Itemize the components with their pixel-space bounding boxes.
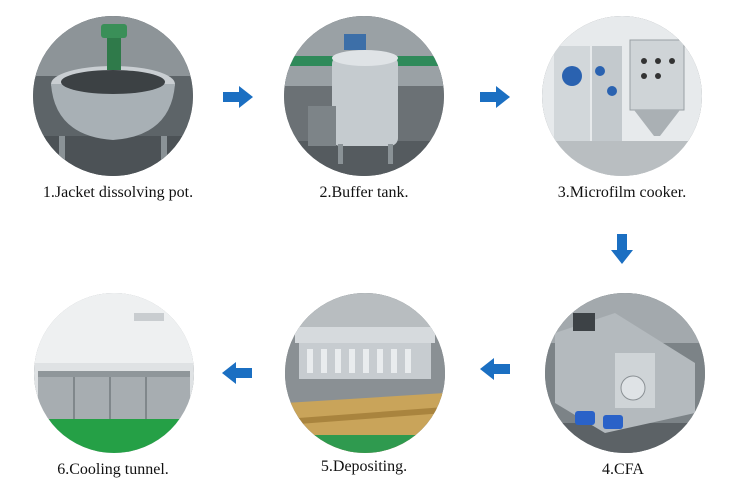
microfilm-cooker-photo xyxy=(542,16,702,176)
arrow-down-icon xyxy=(611,234,633,264)
cfa-photo xyxy=(545,293,705,453)
step-6-label: 6.Cooling tunnel. xyxy=(57,461,169,478)
cooling-tunnel-photo xyxy=(34,293,194,453)
arrow-left-icon xyxy=(222,362,252,384)
arrow-right-icon xyxy=(223,86,253,108)
step-1-label: 1.Jacket dissolving pot. xyxy=(42,184,194,201)
step-5-label: 5.Depositing. xyxy=(320,458,408,475)
depositing-photo xyxy=(285,293,445,453)
arrow-right-icon xyxy=(480,86,510,108)
step-2-label: 2.Buffer tank. xyxy=(319,184,409,201)
arrow-left-icon xyxy=(480,358,510,380)
jacket-dissolving-pot-photo xyxy=(33,16,193,176)
buffer-tank-photo xyxy=(284,16,444,176)
step-4-label: 4.CFA xyxy=(602,461,644,478)
step-3-label: 3.Microfilm cooker. xyxy=(557,184,687,201)
